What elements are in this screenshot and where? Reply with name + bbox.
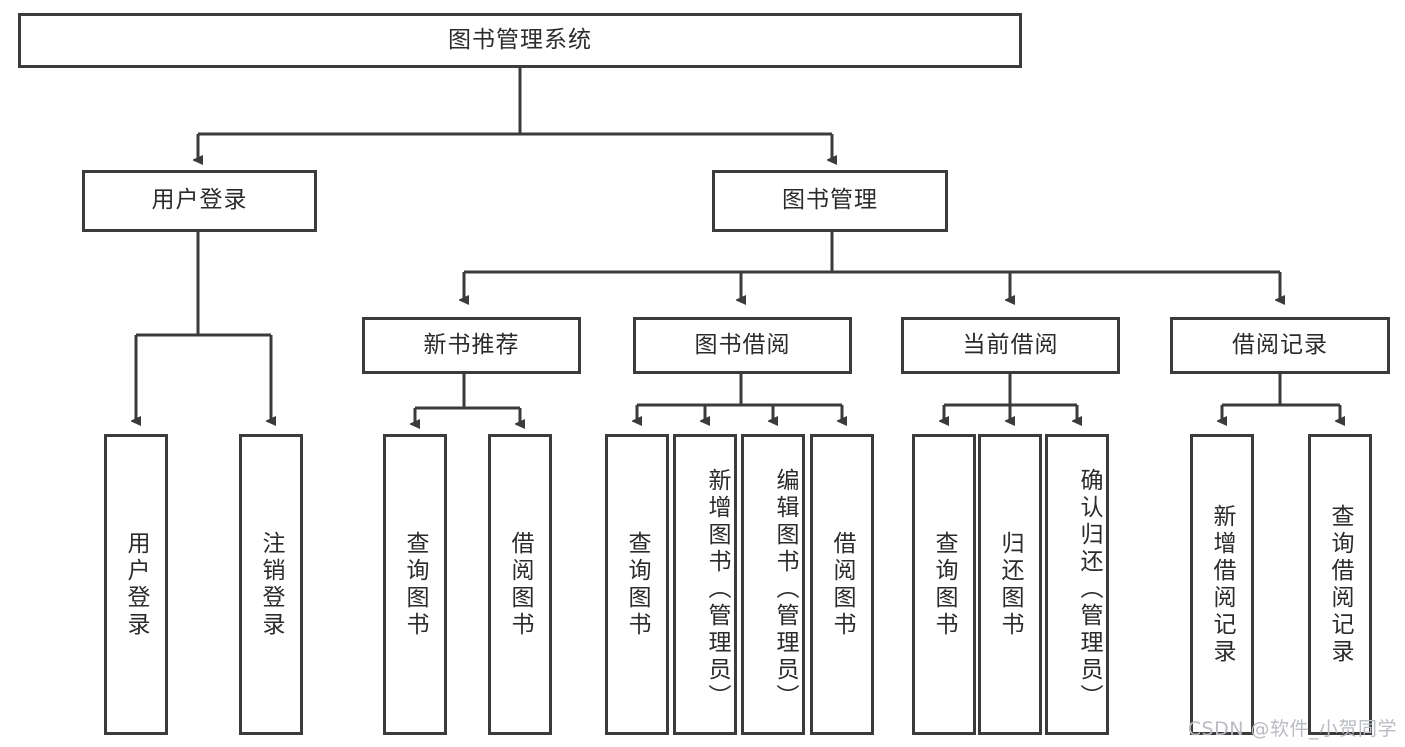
leaf-user-login-signout[interactable]: 注销登录 <box>239 434 303 735</box>
node-root-library-system[interactable]: 图书管理系统 <box>18 13 1022 68</box>
node-book-management[interactable]: 图书管理 <box>712 170 948 232</box>
leaf-book-borrow-query-books[interactable]: 查询图书 <box>605 434 669 735</box>
leaf-new-book-query-books[interactable]: 查询图书 <box>383 434 447 735</box>
leaf-borrow-record-add-record[interactable]: 新增借阅记录 <box>1190 434 1254 735</box>
node-user-login[interactable]: 用户登录 <box>82 170 317 232</box>
leaf-user-login-signin[interactable]: 用户登录 <box>104 434 168 735</box>
leaf-book-borrow-add-book-admin[interactable]: 新增图书（管理员） <box>673 434 737 735</box>
leaf-book-borrow-borrow-books[interactable]: 借阅图书 <box>810 434 874 735</box>
leaf-current-borrow-return-books[interactable]: 归还图书 <box>978 434 1042 735</box>
node-current-borrow[interactable]: 当前借阅 <box>901 317 1120 374</box>
csdn-watermark: CSDN @软件_小贺同学 <box>1187 718 1397 740</box>
node-new-book-recommend[interactable]: 新书推荐 <box>362 317 581 374</box>
leaf-book-borrow-edit-book-admin[interactable]: 编辑图书（管理员） <box>741 434 805 735</box>
leaf-current-borrow-query-books[interactable]: 查询图书 <box>912 434 976 735</box>
leaf-borrow-record-query-record[interactable]: 查询借阅记录 <box>1308 434 1372 735</box>
leaf-current-borrow-confirm-return-admin[interactable]: 确认归还（管理员） <box>1045 434 1109 735</box>
node-book-borrow[interactable]: 图书借阅 <box>633 317 852 374</box>
node-borrow-record[interactable]: 借阅记录 <box>1170 317 1390 374</box>
leaf-new-book-borrow-books[interactable]: 借阅图书 <box>488 434 552 735</box>
